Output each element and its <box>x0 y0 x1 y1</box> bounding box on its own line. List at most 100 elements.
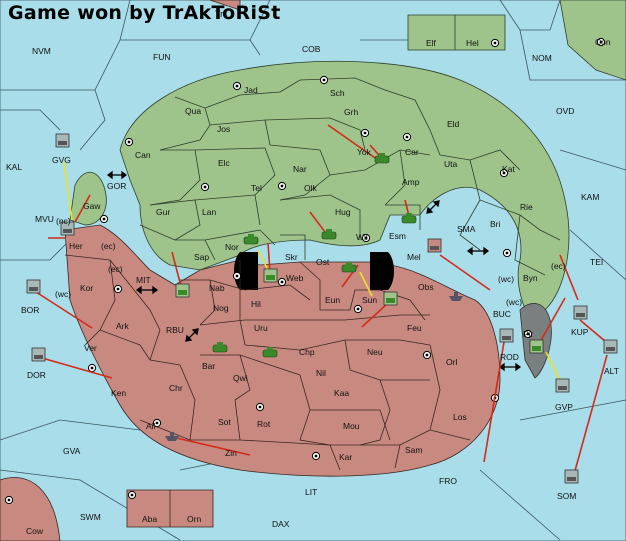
sea-rbu: RBU <box>166 325 184 335</box>
prov-byn: Byn <box>523 273 538 283</box>
sea-som: SOM <box>557 491 576 501</box>
prov-chr: Chr <box>169 383 183 393</box>
unit-counter <box>573 305 588 320</box>
unit-counter <box>175 283 190 298</box>
prov-web: Web <box>286 273 304 283</box>
prov-nar: Nar <box>293 164 307 174</box>
prov-sch: Sch <box>330 88 345 98</box>
prov-grh: Grh <box>344 107 358 117</box>
sea-ovd: OVD <box>556 106 574 116</box>
ship-icon <box>165 432 179 441</box>
sea-fro: FRO <box>439 476 457 486</box>
prov-elc: Elc <box>218 158 231 168</box>
prov-cow: Cow <box>26 526 44 536</box>
prov-hel: Hel <box>466 38 479 48</box>
supply-center-icon <box>361 233 371 243</box>
supply-center-icon <box>232 81 242 91</box>
tank-icon <box>321 229 337 240</box>
prov-nog: Nog <box>213 303 229 313</box>
sea-nvm: NVM <box>32 46 51 56</box>
prov-nil: Nil <box>316 368 326 378</box>
prov-bri: Bri <box>490 219 501 229</box>
prov-los: Los <box>453 412 467 422</box>
sea-kam: KAM <box>581 192 599 202</box>
prov-ver: Ver <box>84 343 97 353</box>
supply-center-icon <box>319 75 329 85</box>
page-title: Game won by TrAkToRiSt <box>8 2 281 24</box>
prov-ken: Ken <box>111 388 126 398</box>
unit-counter <box>555 378 570 393</box>
sea-dor: DOR <box>27 370 46 380</box>
ship-icon <box>449 292 463 301</box>
unit-counter <box>263 268 278 283</box>
prov-feu: Feu <box>407 323 422 333</box>
supply-center-icon <box>502 248 512 258</box>
prov-qwi: Qwi <box>233 373 248 383</box>
coast-wc: (wc) <box>498 274 514 284</box>
sea-buc: BUC <box>493 309 511 319</box>
supply-center-icon <box>490 38 500 48</box>
unit-counter <box>564 469 579 484</box>
supply-center-icon <box>311 451 321 461</box>
prov-sun: Sun <box>362 295 377 305</box>
prov-elf: Elf <box>426 38 437 48</box>
unit-counter <box>31 347 46 362</box>
prov-car: Car <box>405 147 419 157</box>
green-labels: Jad Sch Qua Jos Grh Eld Can Yok Car Uta … <box>83 38 538 283</box>
prov-obs: Obs <box>418 282 434 292</box>
prov-nor: Nor <box>225 242 239 252</box>
sea-alt: ALT <box>604 366 619 376</box>
sea-tei: TEI <box>590 257 603 267</box>
supply-center-icon <box>596 37 606 47</box>
tank-icon <box>243 234 259 245</box>
unit-counter <box>427 238 442 253</box>
prov-eun: Eun <box>325 295 340 305</box>
supply-center-icon <box>124 137 134 147</box>
unit-counter <box>499 328 514 343</box>
prov-kar: Kar <box>339 452 352 462</box>
coast-wc: (wc) <box>55 289 71 299</box>
supply-center-icon <box>99 214 109 224</box>
sea-gvp: GVP <box>555 402 573 412</box>
unit-counter <box>603 339 618 354</box>
tank-icon <box>212 342 228 353</box>
prov-sam: Sam <box>405 445 422 455</box>
unit-counter <box>26 279 41 294</box>
sea-mit: MIT <box>136 275 151 285</box>
supply-center-icon <box>402 132 412 142</box>
sea-swm: SWM <box>80 512 101 522</box>
red-territory[interactable] <box>64 224 501 477</box>
prov-orn: Orn <box>187 514 201 524</box>
sea-con: Con <box>595 37 611 47</box>
sea-dax: DAX <box>272 519 290 529</box>
red-province-borders <box>64 254 471 471</box>
prov-gur: Gur <box>156 207 170 217</box>
prov-tel: Tel <box>251 183 262 193</box>
sea-cob: COB <box>302 44 321 54</box>
green-territory[interactable] <box>119 60 570 321</box>
unit-counter <box>55 133 70 148</box>
region-elf-hel[interactable] <box>407 14 506 51</box>
prov-kat: Kat <box>502 164 515 174</box>
prov-neu: Neu <box>367 347 383 357</box>
supply-center-icon <box>277 181 287 191</box>
prov-rie: Rie <box>520 202 533 212</box>
prov-ark: Ark <box>116 321 130 331</box>
supply-center-icon <box>499 168 509 178</box>
prov-zin: Zin <box>225 448 237 458</box>
unit-counter <box>529 339 544 354</box>
prov-yok: Yok <box>357 147 372 157</box>
tank-icon <box>341 262 357 273</box>
sea-labels: NVM FUN COB NOM Con OVD KAL KAM TEI GOR … <box>6 37 619 529</box>
supply-center-icon <box>152 418 162 428</box>
coast-labels: (ec) (ec) (wc) (wc) (wc) (ec) (nc) <box>55 216 566 307</box>
supply-center-icon <box>523 329 533 339</box>
prov-skr: Skr <box>285 252 298 262</box>
supply-center-icon <box>277 277 287 287</box>
sea-fun: FUN <box>153 52 170 62</box>
prov-lan: Lan <box>202 207 216 217</box>
coast-nc: (nc) <box>56 216 71 226</box>
region-con[interactable] <box>559 0 626 81</box>
prov-uru: Uru <box>254 323 268 333</box>
tank-icon <box>401 213 417 224</box>
